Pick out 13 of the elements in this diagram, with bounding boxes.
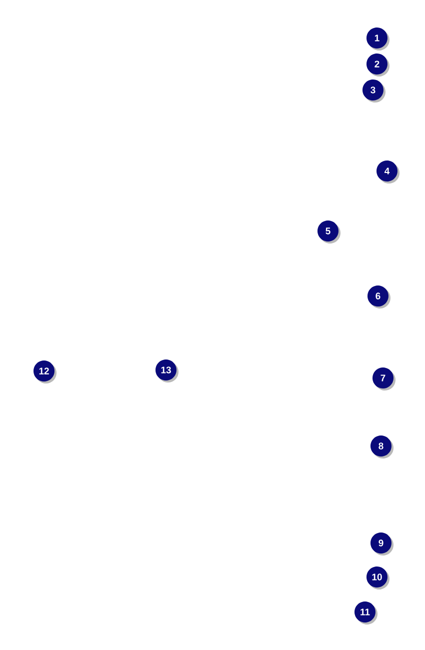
- callout-number: 10: [366, 566, 390, 590]
- callout-number: 12: [34, 360, 56, 384]
- callout-number: 5: [318, 220, 340, 244]
- callout-number: 7: [372, 368, 396, 390]
- callout-number: 2: [366, 54, 390, 76]
- callout-number: 9: [370, 532, 394, 556]
- callout-number: 3: [362, 80, 386, 102]
- callout-number: 4: [376, 160, 400, 184]
- callout-number: 6: [368, 286, 390, 308]
- callout-number: 8: [370, 436, 394, 458]
- callout-number: 11: [354, 602, 378, 624]
- callout-number: 1: [366, 28, 390, 50]
- callout-number: 13: [156, 360, 178, 382]
